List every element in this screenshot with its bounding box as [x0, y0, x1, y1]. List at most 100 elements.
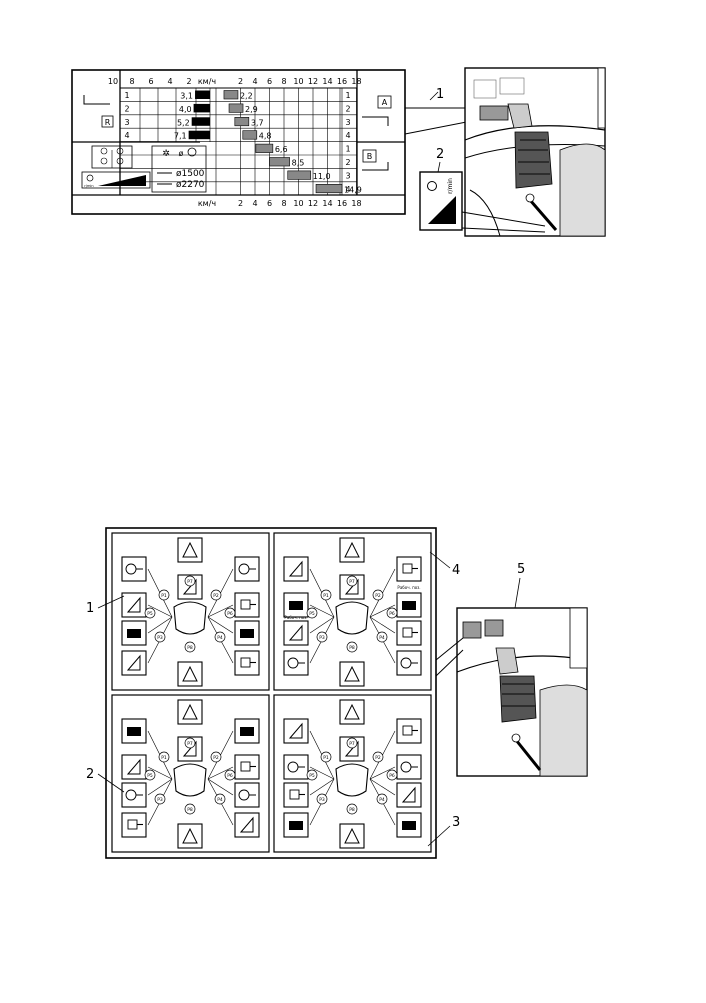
callout-1-bottom: 1: [86, 595, 125, 616]
joystick-icon: [335, 763, 369, 797]
port-label: P1: [161, 593, 167, 599]
svg-text:1: 1: [86, 601, 94, 616]
port-label: P5: [309, 611, 315, 617]
port-label: P7: [187, 579, 193, 585]
unit-label-top: км/ч: [198, 77, 216, 86]
right-tick-label: 16: [337, 77, 347, 86]
port-label: P1: [161, 755, 167, 761]
hydraulic-function-icon: [396, 650, 422, 676]
port-marker: [372, 589, 384, 601]
joystick-icon: [173, 763, 207, 797]
port-label: P3: [319, 797, 325, 803]
port-label: P3: [157, 635, 163, 641]
right-tick-label: 4: [252, 77, 257, 86]
callout-2-bottom: 2: [86, 767, 125, 793]
gear-label-forward-a: 1: [345, 91, 350, 100]
hydraulic-function-icon: [234, 718, 260, 744]
forward-speed-label: 8,5: [292, 159, 305, 168]
reverse-speed-bar: [188, 130, 210, 140]
hydraulic-function-icon: [283, 650, 309, 676]
sun-icon: ✲: [162, 149, 170, 159]
port-marker: [144, 769, 156, 781]
forward-speed-bar: [223, 90, 239, 100]
left-tick-label: 2: [186, 77, 191, 86]
forward-speed-bar: [269, 157, 290, 167]
port-marker: [346, 641, 358, 653]
bottom-tick-label: 14: [322, 199, 332, 208]
port-marker: [210, 751, 222, 763]
port-marker: [346, 803, 358, 815]
hydraulic-function-icon: [177, 699, 203, 725]
svg-text:1: 1: [436, 87, 444, 102]
gear-label-reverse: 2: [124, 104, 129, 113]
hydraulic-function-icon: [339, 823, 365, 849]
forward-speed-bar: [287, 170, 312, 180]
port-marker: [372, 751, 384, 763]
bottom-tick-label: 12: [308, 199, 318, 208]
right-tick-label: 14: [322, 77, 332, 86]
hydraulic-function-icon: [339, 661, 365, 687]
engine-icon: [427, 181, 437, 191]
tyre-size-panel: ✲ ø ø1500 ø2270: [151, 145, 207, 193]
port-label: P4: [379, 797, 385, 803]
port-label: P2: [213, 593, 219, 599]
port-label: P6: [389, 611, 395, 617]
forward-speed-bar: [234, 117, 250, 127]
hydraulic-function-icon: [177, 823, 203, 849]
unit-label-bottom: км/ч: [198, 199, 216, 208]
right-tick-label: 18: [351, 77, 361, 86]
hydraulic-function-icon: [177, 537, 203, 563]
forward-speed-label: 3,7: [251, 118, 264, 127]
port-label: P2: [375, 593, 381, 599]
gear-label-forward-a: 2: [345, 104, 350, 113]
bottom-tick-label: 4: [252, 199, 257, 208]
hydraulic-function-icon: [121, 782, 147, 808]
hydraulic-function-icon: [234, 650, 260, 676]
hydraulic-function-icon: [121, 620, 147, 646]
svg-text:r/min: r/min: [447, 178, 454, 194]
left-tick-label: 8: [129, 77, 134, 86]
svg-text:4: 4: [452, 563, 460, 578]
right-tick-label: 8: [281, 77, 286, 86]
port-marker: [386, 607, 398, 619]
hydraulic-function-icon: [283, 620, 309, 646]
port-label: P7: [187, 741, 193, 747]
float-position-label: Рабоч. поз.: [397, 585, 420, 590]
hydraulic-function-icon: [283, 812, 309, 838]
joystick-icon: [173, 601, 207, 635]
port-marker: [346, 575, 358, 587]
hydraulic-function-icon: [283, 782, 309, 808]
port-marker: [158, 589, 170, 601]
gear-label-forward-b: 3: [345, 171, 350, 180]
hydraulic-function-icon: [339, 537, 365, 563]
callout-2: 2: [436, 147, 444, 173]
forward-speed-bar: [255, 143, 274, 153]
forward-speed-label: 6,6: [275, 145, 288, 154]
port-marker: [144, 607, 156, 619]
gear-lever-pattern-icon: [91, 145, 133, 169]
right-tick-label: 2: [238, 77, 243, 86]
port-marker: [224, 769, 236, 781]
forward-speed-label: 14,9: [344, 185, 362, 194]
svg-text:r/min: r/min: [84, 184, 93, 188]
callout-4: 4: [429, 551, 460, 578]
speed-grid: [120, 87, 357, 196]
tyre-size-2: ø2270: [176, 180, 205, 190]
hydraulic-function-icon: [121, 812, 147, 838]
port-label: P6: [389, 773, 395, 779]
port-label: P3: [157, 797, 163, 803]
hydraulic-function-icon: [121, 650, 147, 676]
port-label: P8: [187, 807, 193, 813]
cab-illustration-top: [464, 67, 606, 237]
hydraulic-function-icon: [396, 620, 422, 646]
hydraulic-function-icon: [234, 556, 260, 582]
hydraulic-function-icon: [121, 556, 147, 582]
left-tick-label: 6: [148, 77, 153, 86]
svg-text:A: A: [382, 98, 388, 107]
forward-speed-bar: [242, 130, 258, 140]
gear-label-forward-b: 1: [345, 145, 350, 154]
forward-speed-bar: [315, 184, 343, 194]
right-tick-label: 12: [308, 77, 318, 86]
port-marker: [154, 631, 166, 643]
